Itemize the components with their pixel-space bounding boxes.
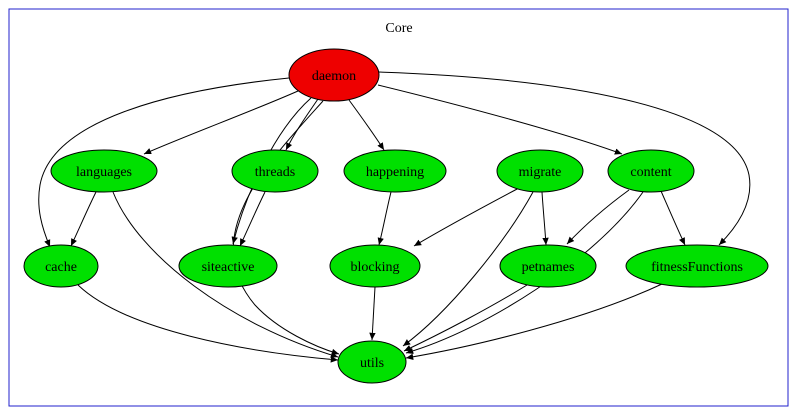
node-daemon: daemon <box>288 48 380 102</box>
edge-daemon-content <box>377 84 623 155</box>
edge-content-petnames <box>566 189 630 245</box>
node-utils-label: utils <box>360 356 384 371</box>
edge-daemon-utils <box>232 100 340 356</box>
node-languages-label: languages <box>76 165 132 180</box>
cluster-border <box>8 8 789 407</box>
edge-daemon-cache <box>38 77 290 248</box>
node-cache-label: cache <box>45 260 77 275</box>
node-migrate-label: migrate <box>519 165 562 180</box>
node-threads: threads <box>231 149 319 193</box>
node-content-label: content <box>630 165 671 180</box>
node-petnames-shape <box>499 244 597 288</box>
nodes-layer: daemon languages threads happening migra… <box>23 48 769 384</box>
edge-languages-utils <box>112 191 339 359</box>
node-happening-shape <box>343 149 447 193</box>
node-fitnessFunctions-label: fitnessFunctions <box>651 260 743 275</box>
edge-daemon-fitnessFunctions <box>378 71 751 246</box>
edge-migrate-petnames <box>541 191 549 246</box>
node-happening-label: happening <box>366 165 424 180</box>
node-fitnessFunctions-shape <box>625 244 769 288</box>
node-siteactive-shape <box>178 244 278 288</box>
node-daemon-label: daemon <box>312 69 356 84</box>
edge-daemon-languages <box>143 90 299 155</box>
edge-petnames-utils <box>403 284 528 352</box>
edge-blocking-utils <box>369 286 376 341</box>
edge-daemon-threads <box>285 98 319 151</box>
node-siteactive-label: siteactive <box>202 260 255 275</box>
node-utils: utils <box>337 340 407 384</box>
cluster-label: Core <box>385 21 412 36</box>
node-daemon-shape <box>288 48 380 102</box>
edge-migrate-blocking <box>413 187 520 247</box>
edge-content-utils <box>405 191 644 355</box>
node-threads-label: threads <box>255 165 295 180</box>
edge-happening-blocking <box>377 191 392 246</box>
node-languages-shape <box>50 149 158 193</box>
node-content-shape <box>607 149 695 193</box>
edge-daemon-happening <box>348 99 385 151</box>
node-utils-shape <box>337 340 407 384</box>
edge-cache-utils <box>77 284 339 363</box>
node-blocking-shape <box>329 244 421 288</box>
node-migrate: migrate <box>496 149 584 193</box>
node-cache-shape <box>23 244 99 288</box>
edges-layer <box>38 71 751 363</box>
node-blocking: blocking <box>329 244 421 288</box>
node-fitnessFunctions: fitnessFunctions <box>625 244 769 288</box>
node-blocking-label: blocking <box>351 260 400 275</box>
edge-languages-cache <box>70 191 97 247</box>
node-happening: happening <box>343 149 447 193</box>
edge-threads-siteactive <box>239 191 266 247</box>
edge-fitnessFunctions-utils <box>405 283 663 360</box>
node-siteactive: siteactive <box>178 244 278 288</box>
node-migrate-shape <box>496 149 584 193</box>
edge-migrate-utils <box>402 191 534 347</box>
node-threads-shape <box>231 149 319 193</box>
edge-content-fitnessFunctions <box>660 190 686 246</box>
node-petnames-label: petnames <box>522 260 575 275</box>
node-languages: languages <box>50 149 158 193</box>
node-petnames: petnames <box>499 244 597 288</box>
node-content: content <box>607 149 695 193</box>
node-cache: cache <box>23 244 99 288</box>
